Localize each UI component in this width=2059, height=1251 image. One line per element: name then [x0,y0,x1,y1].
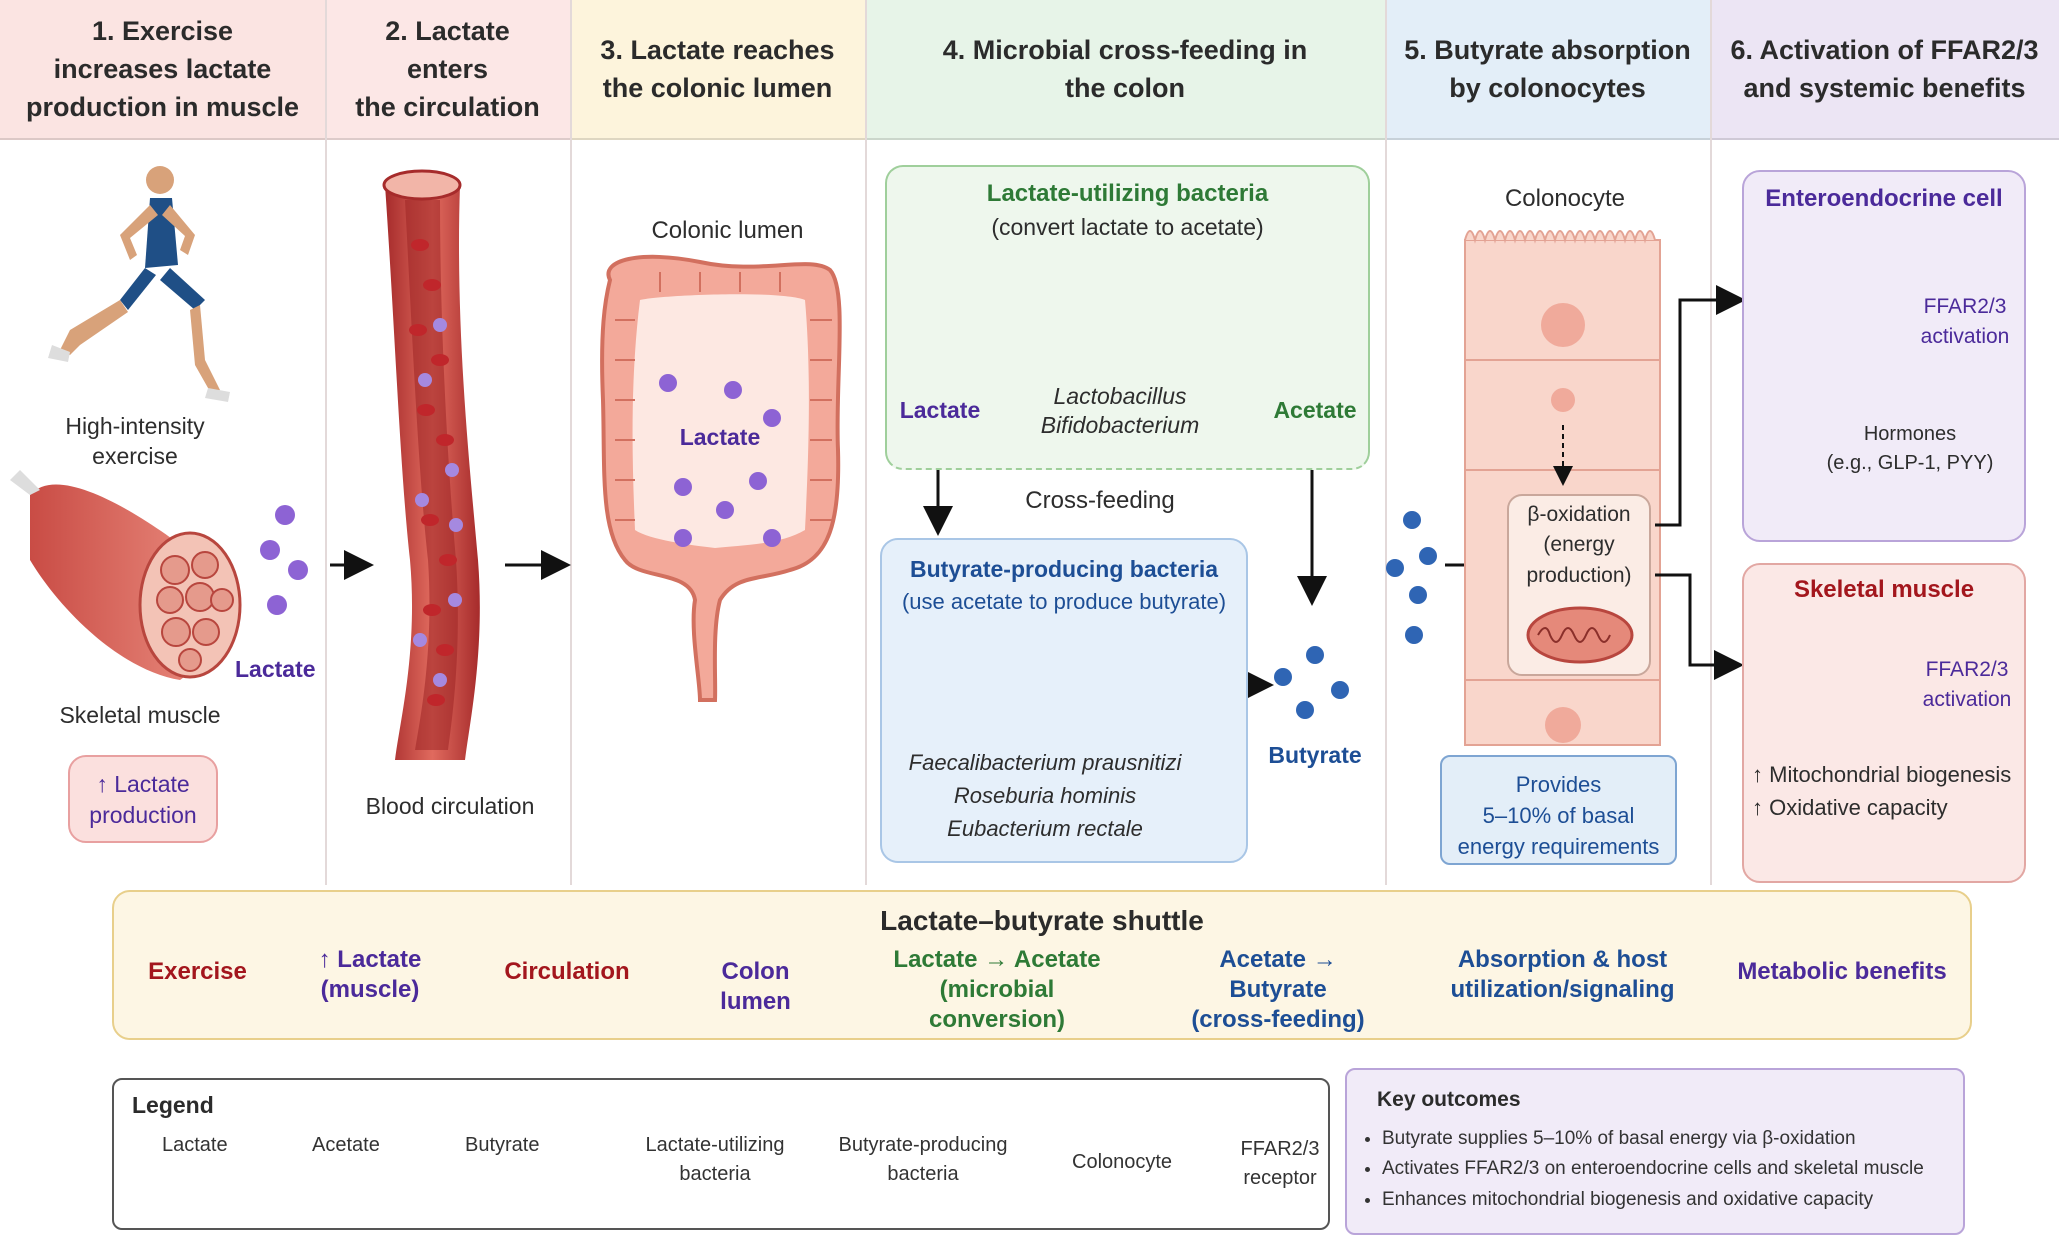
butyrate-molecules-colon [1274,646,1349,719]
colonocyte-illustration [1464,230,1661,746]
bpb-subtitle: (use acetate to produce butyrate) [901,589,1227,614]
blood-circulation-label: Blood circulation [365,793,535,819]
key-outcomes-title: Key outcomes [1377,1088,1521,1111]
key-outcomes-list: Butyrate supplies 5–10% of basal energy … [1362,1124,1952,1215]
enteroendocrine-cell-box [1742,170,2026,542]
header-step-5-label: 5. Butyrate absorption by colonocytes [1404,34,1691,103]
cross-feeding-label: Cross-feeding [1025,487,1175,514]
column-divider [865,0,867,885]
shuttle-step-circulation: Circulation [504,958,630,985]
bpb-title: Butyrate-producing bacteria [910,556,1218,582]
legend-box [112,1078,1330,1230]
key-outcome-item: Butyrate supplies 5–10% of basal energy … [1382,1124,1952,1154]
lactate-label-muscle: Lactate [235,656,316,682]
column-divider [570,0,572,885]
arrow-to-enteroendocrine [1655,285,1746,527]
lub-species-2: Bifidobacterium [1040,412,1200,438]
legend-acetate-label: Acetate [312,1134,380,1156]
lactate-utilizing-bacteria-box [885,165,1370,470]
key-outcomes-box: Key outcomes Butyrate supplies 5–10% of … [1345,1068,1965,1235]
legend-colonocyte-label: Colonocyte [1072,1151,1173,1173]
header-step-6: 6. Activation of FFAR2/3 and systemic be… [1710,0,2059,140]
skeletal-muscle-illustration [10,470,242,680]
bpb-species-3: Eubacterium rectale [947,816,1143,841]
lub-subtitle: (convert lactate to acetate) [991,214,1264,240]
header-step-1: 1. Exercise increases lactate production… [0,0,325,140]
colonic-lumen-title: Colonic lumen [651,217,804,244]
skeletal-muscle-label: Skeletal muscle [59,702,221,728]
header-step-2: 2. Lactate enters the circulation [325,0,570,140]
butyrate-molecules-absorption [1386,511,1437,644]
ee-ffar-activation-label: FFAR2/3 activation [1920,295,2010,349]
benefit-oxidative-capacity: ↑ Oxidative capacity [1752,795,1948,820]
bpb-species-2: Roseburia hominis [953,783,1137,808]
benefit-mitochondrial-biogenesis: ↑ Mitochondrial biogenesis [1752,762,2012,787]
header-step-5: 5. Butyrate absorption by colonocytes [1385,0,1710,140]
legend-ffar-label: FFAR2/3 receptor [1240,1138,1320,1189]
column-divider [325,0,327,885]
butyrate-producing-bacteria-box [880,538,1248,863]
energy-provision-box: Provides 5–10% of basal energy requireme… [1440,755,1677,865]
shuttle-step-exercise: Exercise [148,958,247,985]
header-step-2-label: 2. Lactate enters the circulation [355,15,540,123]
shuttle-step-acetate-butyrate: Acetate → Butyrate (cross-feeding) [1191,946,1365,1033]
lactate-label-bacteria: Lactate [899,397,981,423]
legend-title: Legend [132,1092,214,1118]
energy-provision-text: Provides 5–10% of basal energy requireme… [1457,772,1660,860]
shuttle-step-absorption: Absorption & host utilization/signaling [1450,946,1675,1003]
butyrate-label: Butyrate [1268,742,1362,768]
key-outcome-item: Enhances mitochondrial biogenesis and ox… [1382,1185,1952,1215]
blood-vessel-illustration [382,169,480,760]
column-divider [1385,0,1387,885]
runner-label: High-intensity exercise [65,413,205,469]
lactate-label-colon: Lactate [679,424,761,450]
legend-lactate-label: Lactate [162,1134,228,1156]
lactate-butyrate-shuttle-bar [112,890,1972,1040]
colon-illustration [600,254,842,702]
lactate-production-badge: ↑ Lactate production [68,755,218,843]
header-step-1-label: 1. Exercise increases lactate production… [25,15,300,123]
header-step-3: 3. Lactate reaches the colonic lumen [570,0,865,140]
bpb-species-1: Faecalibacterium prausnitizi [908,750,1182,775]
lub-species-1: Lactobacillus [1053,383,1187,409]
header-step-4: 4. Microbial cross-feeding in the colon [865,0,1385,140]
lactate-production-text: ↑ Lactate production [89,771,197,828]
shuttle-step-metabolic-benefits: Metabolic benefits [1737,958,1947,985]
beta-oxidation-label: β-oxidation (energy production) [1526,503,1632,587]
legend-bpb-label: Butyrate-producing bacteria [838,1134,1008,1185]
shuttle-step-lactate-muscle: ↑ Lactate (muscle) [318,946,422,1003]
lub-title: Lactate-utilizing bacteria [986,180,1269,207]
hormones-label: Hormones (e.g., GLP-1, PYY) [1826,423,1994,474]
header-step-3-label: 3. Lactate reaches the colonic lumen [600,34,835,103]
shuttle-step-lactate-acetate: Lactate → Acetate (microbial conversion) [893,946,1101,1033]
skeletal-muscle-target-title: Skeletal muscle [1793,576,1975,603]
runner-icon [48,166,230,402]
enteroendocrine-title: Enteroendocrine cell [1765,185,2003,212]
legend-lub-label: Lactate-utilizing bacteria [645,1134,785,1185]
colonocyte-label: Colonocyte [1504,185,1626,212]
shuttle-step-colon-lumen: Colon lumen [720,958,791,1015]
acetate-label: Acetate [1273,397,1357,423]
key-outcome-item: Activates FFAR2/3 on enteroendocrine cel… [1382,1154,1952,1184]
skeletal-muscle-target-box [1742,563,2026,883]
header-step-6-label: 6. Activation of FFAR2/3 and systemic be… [1730,34,2039,103]
lactate-molecules-muscle [260,505,308,615]
arrow-to-skeletal-muscle [1655,573,1744,680]
shuttle-title: Lactate–butyrate shuttle [880,905,1204,936]
header-step-4-label: 4. Microbial cross-feeding in the colon [942,34,1308,103]
lactate-molecules-colon [659,374,781,547]
legend-butyrate-label: Butyrate [465,1134,540,1156]
column-divider [1710,0,1712,885]
sm-ffar-activation-label: FFAR2/3 activation [1922,658,2012,712]
